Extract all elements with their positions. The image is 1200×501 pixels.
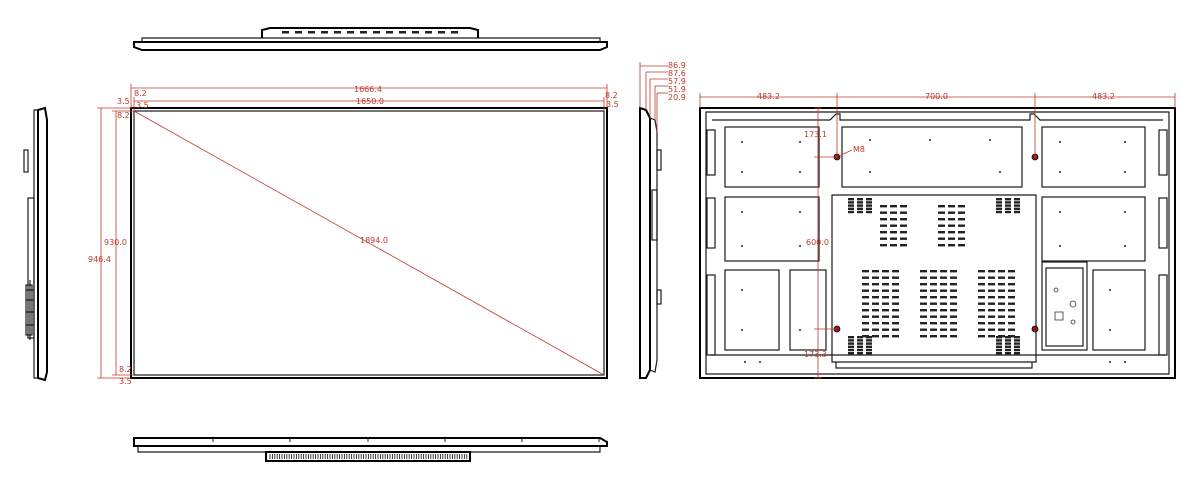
screen-height-label: 930.0 [104, 238, 127, 247]
screw-label: M8 [853, 145, 865, 154]
screen-width-label: 1650.0 [356, 97, 384, 106]
bottom-view [133, 437, 608, 462]
back-top-offset-label: 173.1 [804, 130, 827, 139]
depth-label-2: 87.6 [668, 69, 686, 78]
corner-border-label: 8.2 [117, 111, 130, 120]
bottom-bezel-label: 3.5 [119, 377, 132, 386]
front-view: 1894.0 1666.4 1650.0 8.2 8.2 3.5 3.5 3.5… [88, 84, 619, 386]
depth-label-1: 86.9 [668, 61, 686, 70]
depth-label-3: 57.9 [668, 77, 686, 86]
back-view: 483.2 700.0 483.2 173.1 600.0 173.3 M8 [699, 92, 1176, 379]
left-bezel-label: 3.5 [117, 97, 130, 106]
overall-height-label: 946.4 [88, 255, 111, 264]
back-right-span-label: 483.2 [1092, 92, 1115, 101]
back-bottom-offset-label: 173.3 [804, 350, 827, 359]
depth-label-5: 20.9 [668, 93, 686, 102]
right-side-view: 86.9 87.6 57.9 51.9 20.9 [639, 61, 686, 379]
left-side-view [23, 106, 48, 382]
back-left-span-label: 483.2 [757, 92, 780, 101]
top-left-border-label: 8.2 [134, 89, 147, 98]
back-middle-span-label: 700.0 [925, 92, 948, 101]
back-vertical-span-label: 600.0 [806, 238, 829, 247]
bottom-border-label: 8.2 [119, 365, 132, 374]
left-bezel-label-2: 3.5 [136, 101, 149, 110]
depth-label-4: 51.9 [668, 85, 686, 94]
diagonal-label: 1894.0 [360, 236, 388, 245]
top-view [133, 27, 608, 51]
right-bezel-label: 3.5 [606, 100, 619, 109]
overall-width-label: 1666.4 [354, 85, 382, 94]
top-right-border-label: 8.2 [605, 91, 618, 100]
